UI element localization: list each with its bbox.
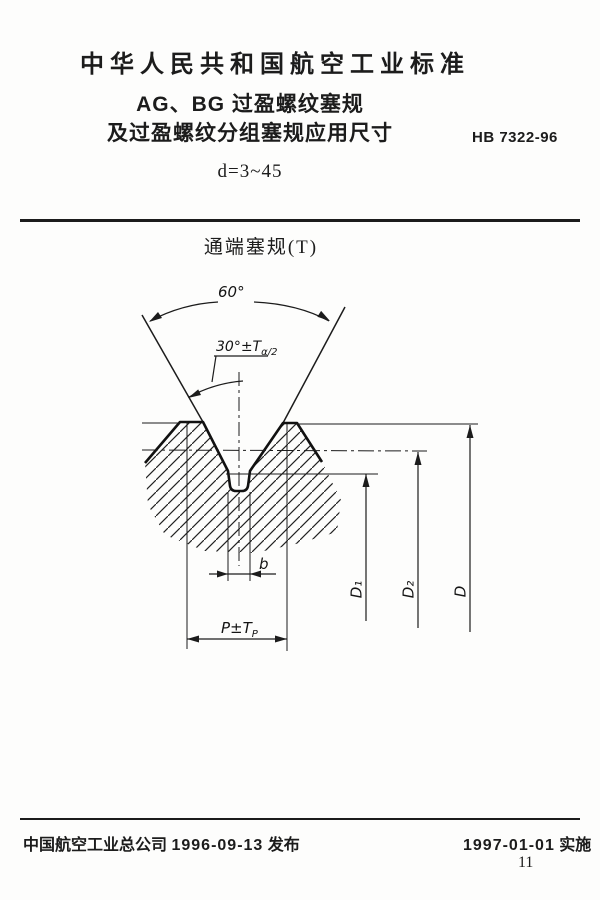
section-hatching [145, 422, 341, 553]
angle-arc-right [253, 301, 330, 322]
d2-arrow [414, 452, 422, 465]
d-arrow [466, 425, 474, 438]
cone-leg-right [282, 306, 346, 424]
implementation-date: 1997-01-01 [463, 837, 555, 854]
thread-profile-outline [144, 420, 324, 493]
b-arrow-right [250, 570, 261, 578]
figure-caption: 通端塞规(T) [203, 237, 319, 258]
angle-arc-arrow-left [149, 312, 162, 322]
pitch-label: P±TP [221, 621, 258, 640]
angle-60-label: 60° [218, 283, 245, 301]
footer-issue-line: 中国航空工业总公司 1996-09-13 发布 [23, 831, 300, 855]
footer-rule [20, 818, 580, 820]
gauge-title-line2: 及过盈螺纹分组塞规应用尺寸 [107, 122, 393, 145]
top-rule [20, 219, 580, 222]
pitch-label-sub: P [251, 629, 258, 640]
gauge-title-line1: AG、BG 过盈螺纹塞规 [136, 93, 364, 116]
d-label: D [451, 585, 470, 598]
implementation-action: 实施 [559, 837, 592, 854]
footer-implementation-line: 1997-01-01 实施 [463, 831, 591, 855]
p-arrow-left [187, 635, 199, 643]
document-title-block: AG、BG 过盈螺纹塞规 及过盈螺纹分组塞规应用尺寸 d=3~45 [100, 90, 400, 183]
d1-label: D₁ [347, 580, 366, 599]
cone-leg-left [141, 314, 204, 423]
issuer-name: 中国航空工业总公司 [23, 837, 168, 854]
b-label: b [259, 555, 269, 573]
issue-action: 发布 [267, 837, 300, 854]
standard-header-title: 中华人民共和国航空工业标准 [80, 51, 470, 78]
half-angle-arrow [188, 389, 201, 398]
issue-date: 1996-09-13 [171, 837, 264, 854]
angle-arc-arrow-right [317, 310, 330, 321]
standard-number: HB 7322-96 [472, 129, 558, 146]
page-number: 11 [518, 854, 534, 871]
half-angle-label: 30°±Tα/2 [216, 340, 277, 358]
half-angle-label-sub: α/2 [261, 346, 278, 358]
diameter-range: d=3~45 [217, 161, 283, 182]
half-angle-leader [211, 355, 217, 383]
p-arrow-right [275, 635, 287, 643]
b-arrow-left [217, 570, 228, 578]
half-angle-label-base: 30°±T [216, 339, 262, 355]
pitch-line-d2 [141, 449, 428, 452]
d2-label: D₂ [399, 580, 418, 599]
d1-arrow [362, 474, 370, 487]
pitch-label-base: P±T [221, 619, 252, 637]
